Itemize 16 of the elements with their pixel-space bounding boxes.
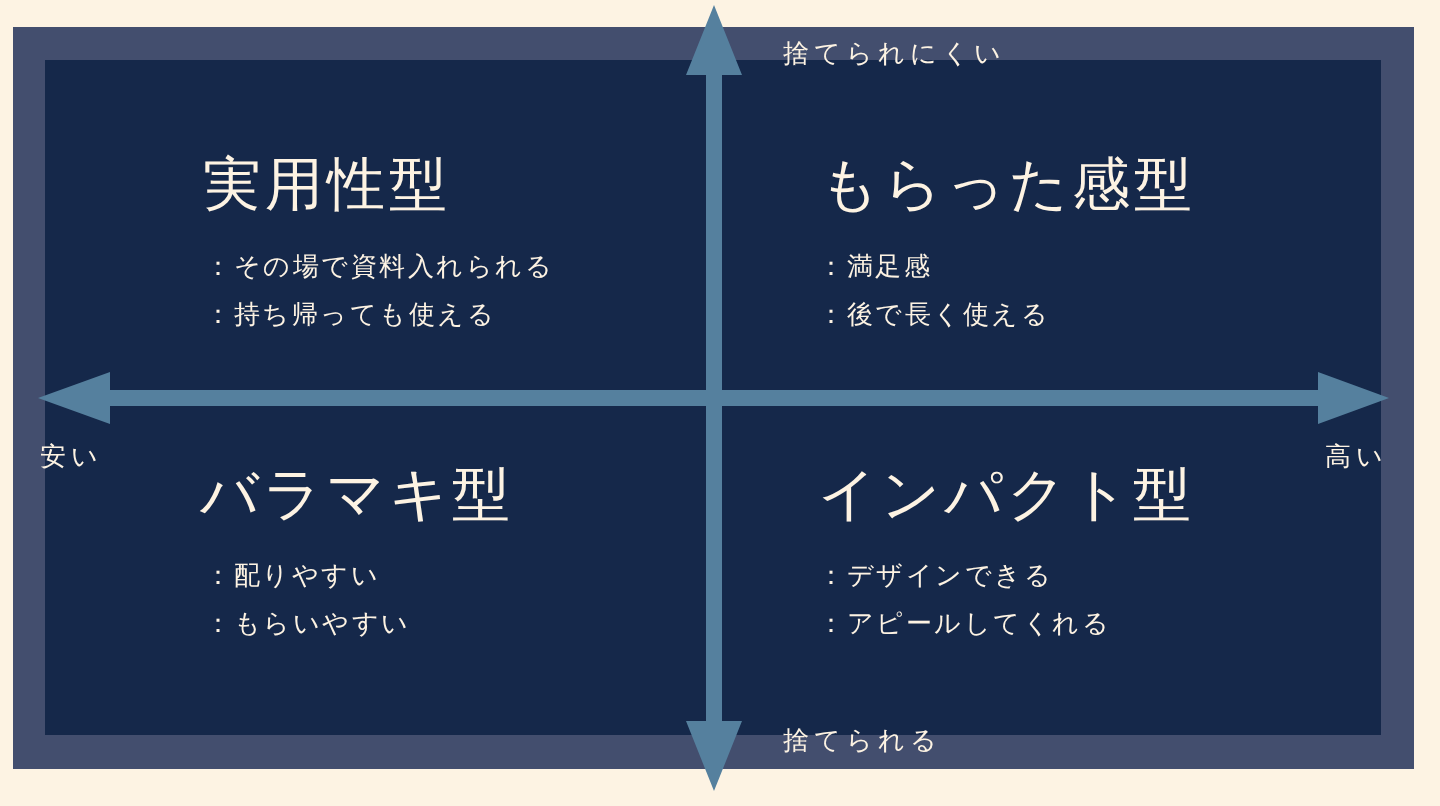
quadrant-note: ：その場で資料入れられる xyxy=(205,253,554,279)
quadrant-note: ：もらいやすい xyxy=(205,610,411,636)
quadrant-note: ：アピールしてくれる xyxy=(818,610,1111,636)
quadrant-heading: もらった感型 xyxy=(820,155,1196,213)
axis-label: 安い xyxy=(40,443,103,469)
quadrant-note: ：後で長く使える xyxy=(818,301,1050,327)
quadrant-note: ：満足感 xyxy=(818,253,932,279)
quadrant-note: ：持ち帰っても使える xyxy=(205,301,496,327)
axis-label: 高い xyxy=(1325,443,1388,469)
axis-label: 捨てられにくい xyxy=(783,40,1006,66)
quadrant-note: ：デザインできる xyxy=(818,562,1053,588)
quadrant-heading: バラマキ型 xyxy=(200,465,514,523)
quadrant-note: ：配りやすい xyxy=(205,562,380,588)
quadrant-heading: インパクト型 xyxy=(818,465,1195,523)
quadrant-heading: 実用性型 xyxy=(203,155,451,213)
axis-label: 捨てられる xyxy=(783,727,942,753)
